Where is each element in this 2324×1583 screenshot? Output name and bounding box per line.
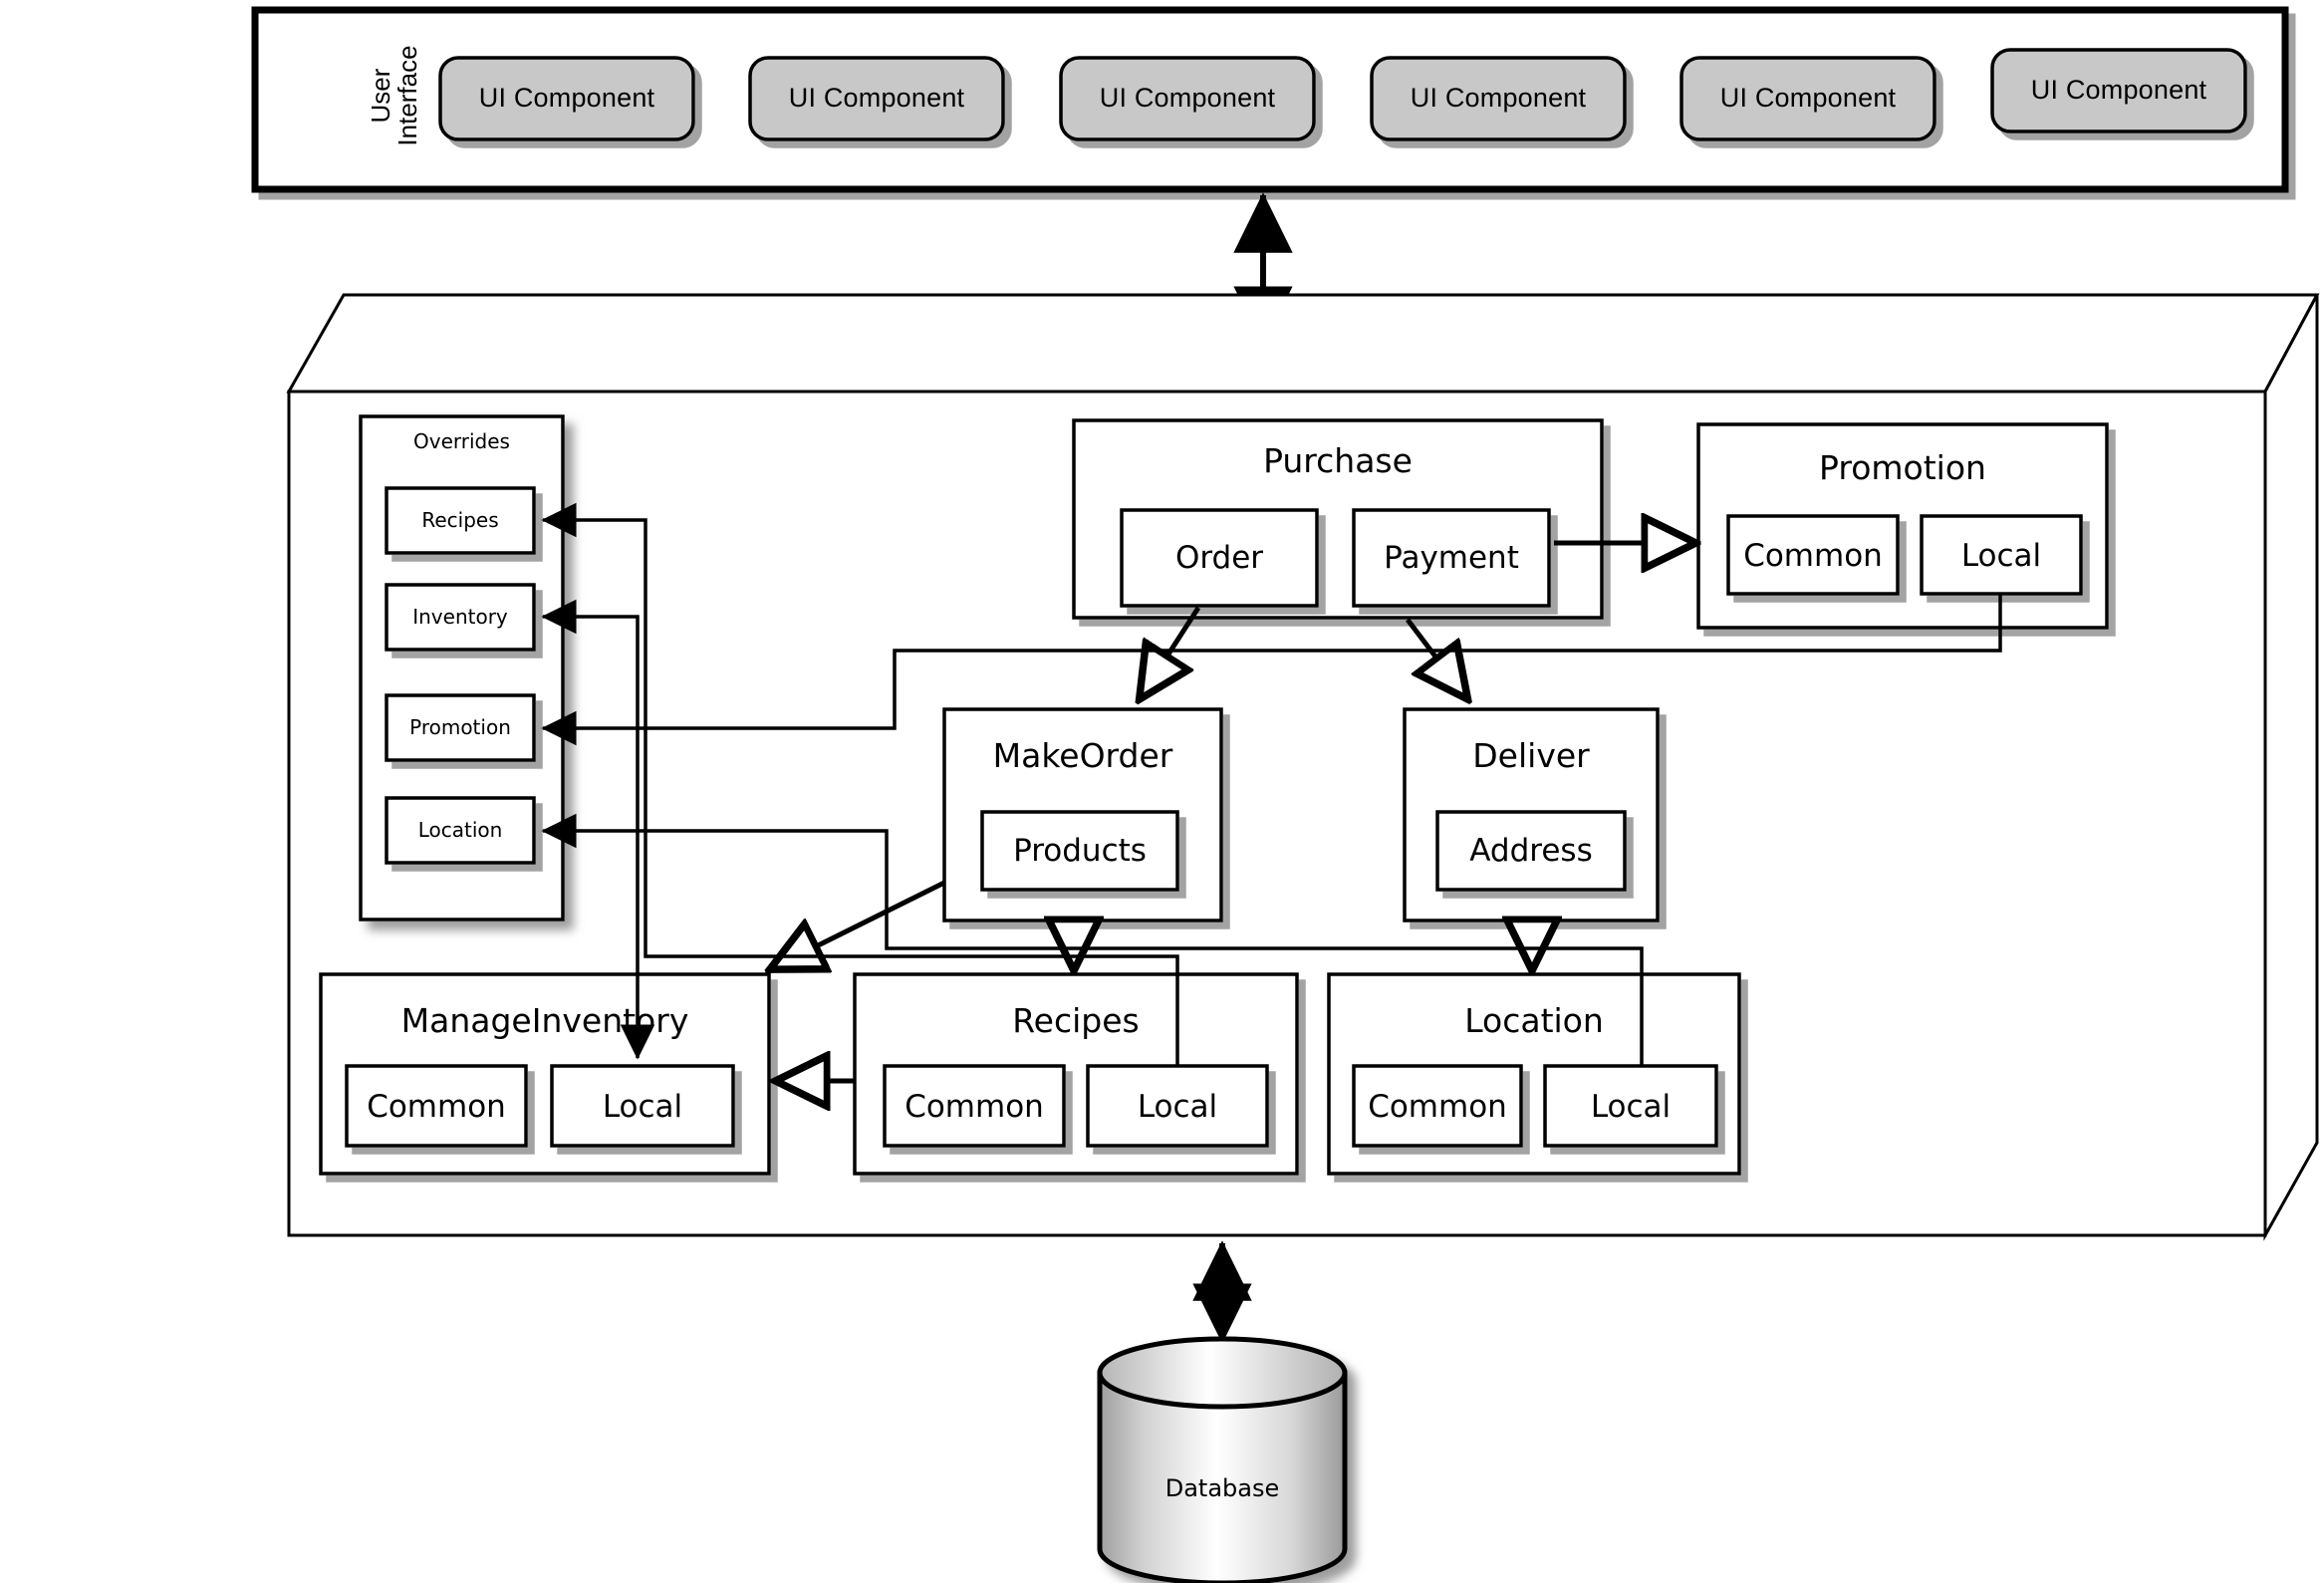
connector-override-promotion [541,594,2002,746]
connector-override-inventory [541,599,655,1060]
connector-payment-to-deliver [1406,618,1466,697]
group-makeorder [942,707,1223,923]
group-manageinventory [319,972,771,1176]
connector-order-to-makeorder [1141,606,1201,697]
database-cylinder [1097,1336,1348,1583]
group-location [1327,972,1741,1176]
group-promotion [1696,422,2109,630]
overrides-panel [359,414,565,922]
connector-makeorder-to-manageinventory [772,880,946,968]
group-deliver [1403,707,1660,923]
connector-override-location [541,813,1644,1066]
group-purchase [1072,418,1604,620]
ui-component-shapes [438,48,2247,141]
group-recipes [853,972,1299,1176]
